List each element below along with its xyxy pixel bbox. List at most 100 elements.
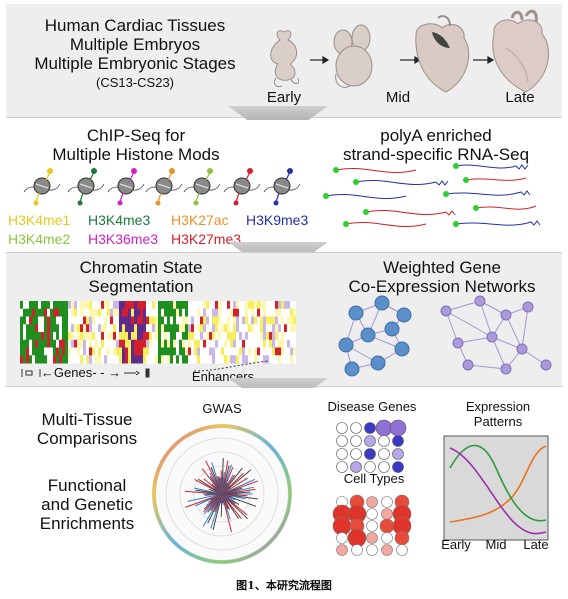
chromatin-state-cell bbox=[38, 308, 41, 317]
chromatin-state-cell bbox=[38, 347, 41, 356]
network-node bbox=[522, 301, 534, 313]
chromatin-state-cell bbox=[185, 339, 188, 348]
cell-type-dot bbox=[366, 532, 378, 544]
disease-gene-dot bbox=[364, 448, 376, 460]
chromatin-state-cell bbox=[167, 324, 170, 333]
chromatin-state-cell bbox=[98, 316, 101, 325]
network-node bbox=[452, 337, 464, 349]
chromatin-state-cell bbox=[164, 332, 167, 341]
chromatin-state-cell bbox=[188, 339, 191, 348]
chromatin-state-cell bbox=[143, 301, 146, 310]
chromatin-state-cell bbox=[83, 355, 86, 364]
chromatin-state-cell bbox=[227, 316, 230, 325]
coexpression-network-2 bbox=[440, 295, 552, 375]
chromatin-state-cell bbox=[167, 301, 170, 310]
chromatin-state-cell bbox=[227, 324, 230, 333]
chromatin-state-cell bbox=[221, 332, 224, 341]
chromatin-state-cell bbox=[257, 355, 260, 364]
chromatin-state-cell bbox=[104, 355, 107, 364]
chromatin-state-cell bbox=[92, 301, 95, 310]
chromatin-state-cell bbox=[182, 301, 185, 310]
chromatin-state-cell bbox=[23, 339, 26, 348]
chromatin-state-cell bbox=[164, 339, 167, 348]
chromatin-state-cell bbox=[29, 355, 32, 364]
chromatin-state-cell bbox=[95, 316, 98, 325]
chromatin-state-cell bbox=[194, 316, 197, 325]
chromatin-state-cell bbox=[191, 308, 194, 317]
chromatin-state-cell bbox=[197, 355, 200, 364]
chromatin-state-cell bbox=[146, 301, 149, 310]
chromatin-state-cell bbox=[32, 301, 35, 310]
chromatin-state-cell bbox=[20, 339, 23, 348]
chromatin-state-cell bbox=[32, 316, 35, 325]
chromatin-state-cell bbox=[212, 316, 215, 325]
chromatin-state-cell bbox=[128, 355, 131, 364]
chromatin-state-cell bbox=[122, 332, 125, 341]
chromatin-state-cell bbox=[200, 301, 203, 310]
chromatin-state-cell bbox=[176, 332, 179, 341]
chromatin-state-cell bbox=[152, 324, 155, 333]
chromatin-state-heatmap bbox=[20, 301, 296, 364]
chromatin-state-cell bbox=[164, 347, 167, 356]
chromatin-state-cell bbox=[155, 355, 158, 364]
chromatin-state-cell bbox=[98, 308, 101, 317]
chromatin-state-cell bbox=[125, 316, 128, 325]
chromatin-state-cell bbox=[110, 332, 113, 341]
chromatin-state-cell bbox=[254, 339, 257, 348]
chromatin-state-cell bbox=[248, 347, 251, 356]
chromatin-state-cell bbox=[113, 347, 116, 356]
network-edge bbox=[457, 336, 493, 344]
chromatin-state-cell bbox=[278, 308, 281, 317]
chromatin-state-cell bbox=[116, 347, 119, 356]
chromatin-state-cell bbox=[251, 308, 254, 317]
chromatin-state-cell bbox=[251, 324, 254, 333]
chromatin-state-cell bbox=[89, 324, 92, 333]
chromatin-state-cell bbox=[41, 324, 44, 333]
chromatin-state-cell bbox=[158, 301, 161, 310]
chromatin-state-cell bbox=[155, 347, 158, 356]
chromatin-state-cell bbox=[197, 339, 200, 348]
chromatin-state-cell bbox=[269, 355, 272, 364]
chromatin-state-cell bbox=[242, 308, 245, 317]
chromatin-state-cell bbox=[128, 308, 131, 317]
chromatin-state-cell bbox=[152, 355, 155, 364]
histone-tail bbox=[119, 192, 124, 203]
chromatin-state-cell bbox=[134, 339, 137, 348]
chromatin-state-cell bbox=[83, 347, 86, 356]
chromatin-state-cell bbox=[110, 355, 113, 364]
chromatin-state-cell bbox=[113, 339, 116, 348]
chromatin-state-cell bbox=[284, 339, 287, 348]
chromatin-state-cell bbox=[104, 301, 107, 310]
chromatin-state-cell bbox=[110, 339, 113, 348]
chromatin-state-cell bbox=[149, 308, 152, 317]
chromatin-state-cell bbox=[161, 347, 164, 356]
chromatin-state-cell bbox=[191, 324, 194, 333]
chromatin-state-cell bbox=[101, 316, 104, 325]
chromatin-state-cell bbox=[251, 339, 254, 348]
chromatin-state-cell bbox=[281, 355, 284, 364]
chromatin-state-cell bbox=[119, 316, 122, 325]
chromatin-state-cell bbox=[272, 355, 275, 364]
chromatin-state-cell bbox=[20, 332, 23, 341]
histone-tail bbox=[35, 192, 40, 203]
chromatin-state-cell bbox=[47, 339, 50, 348]
chromatin-state-cell bbox=[41, 347, 44, 356]
figure-caption: 图1、本研究流程图 bbox=[236, 579, 332, 592]
chromatin-state-cell bbox=[71, 347, 74, 356]
chromatin-state-cell bbox=[29, 347, 32, 356]
chromatin-state-cell bbox=[260, 355, 263, 364]
network-node bbox=[500, 363, 512, 375]
chromatin-state-cell bbox=[290, 316, 293, 325]
stage-late-label: Late bbox=[505, 89, 535, 106]
disease-gene-dot bbox=[336, 448, 348, 460]
expression-title-line-1: Expression bbox=[465, 399, 531, 414]
chromatin-state-cell bbox=[221, 301, 224, 310]
chromatin-state-cell bbox=[287, 324, 290, 333]
network-node bbox=[370, 355, 386, 371]
chromatin-state-cell bbox=[56, 301, 59, 310]
chromatin-state-cell bbox=[68, 324, 71, 333]
title-line-3: Multiple Embryonic Stages bbox=[34, 54, 236, 74]
chromatin-state-cell bbox=[245, 339, 248, 348]
chromatin-state-cell bbox=[206, 332, 209, 341]
chromatin-state-cell bbox=[116, 308, 119, 317]
